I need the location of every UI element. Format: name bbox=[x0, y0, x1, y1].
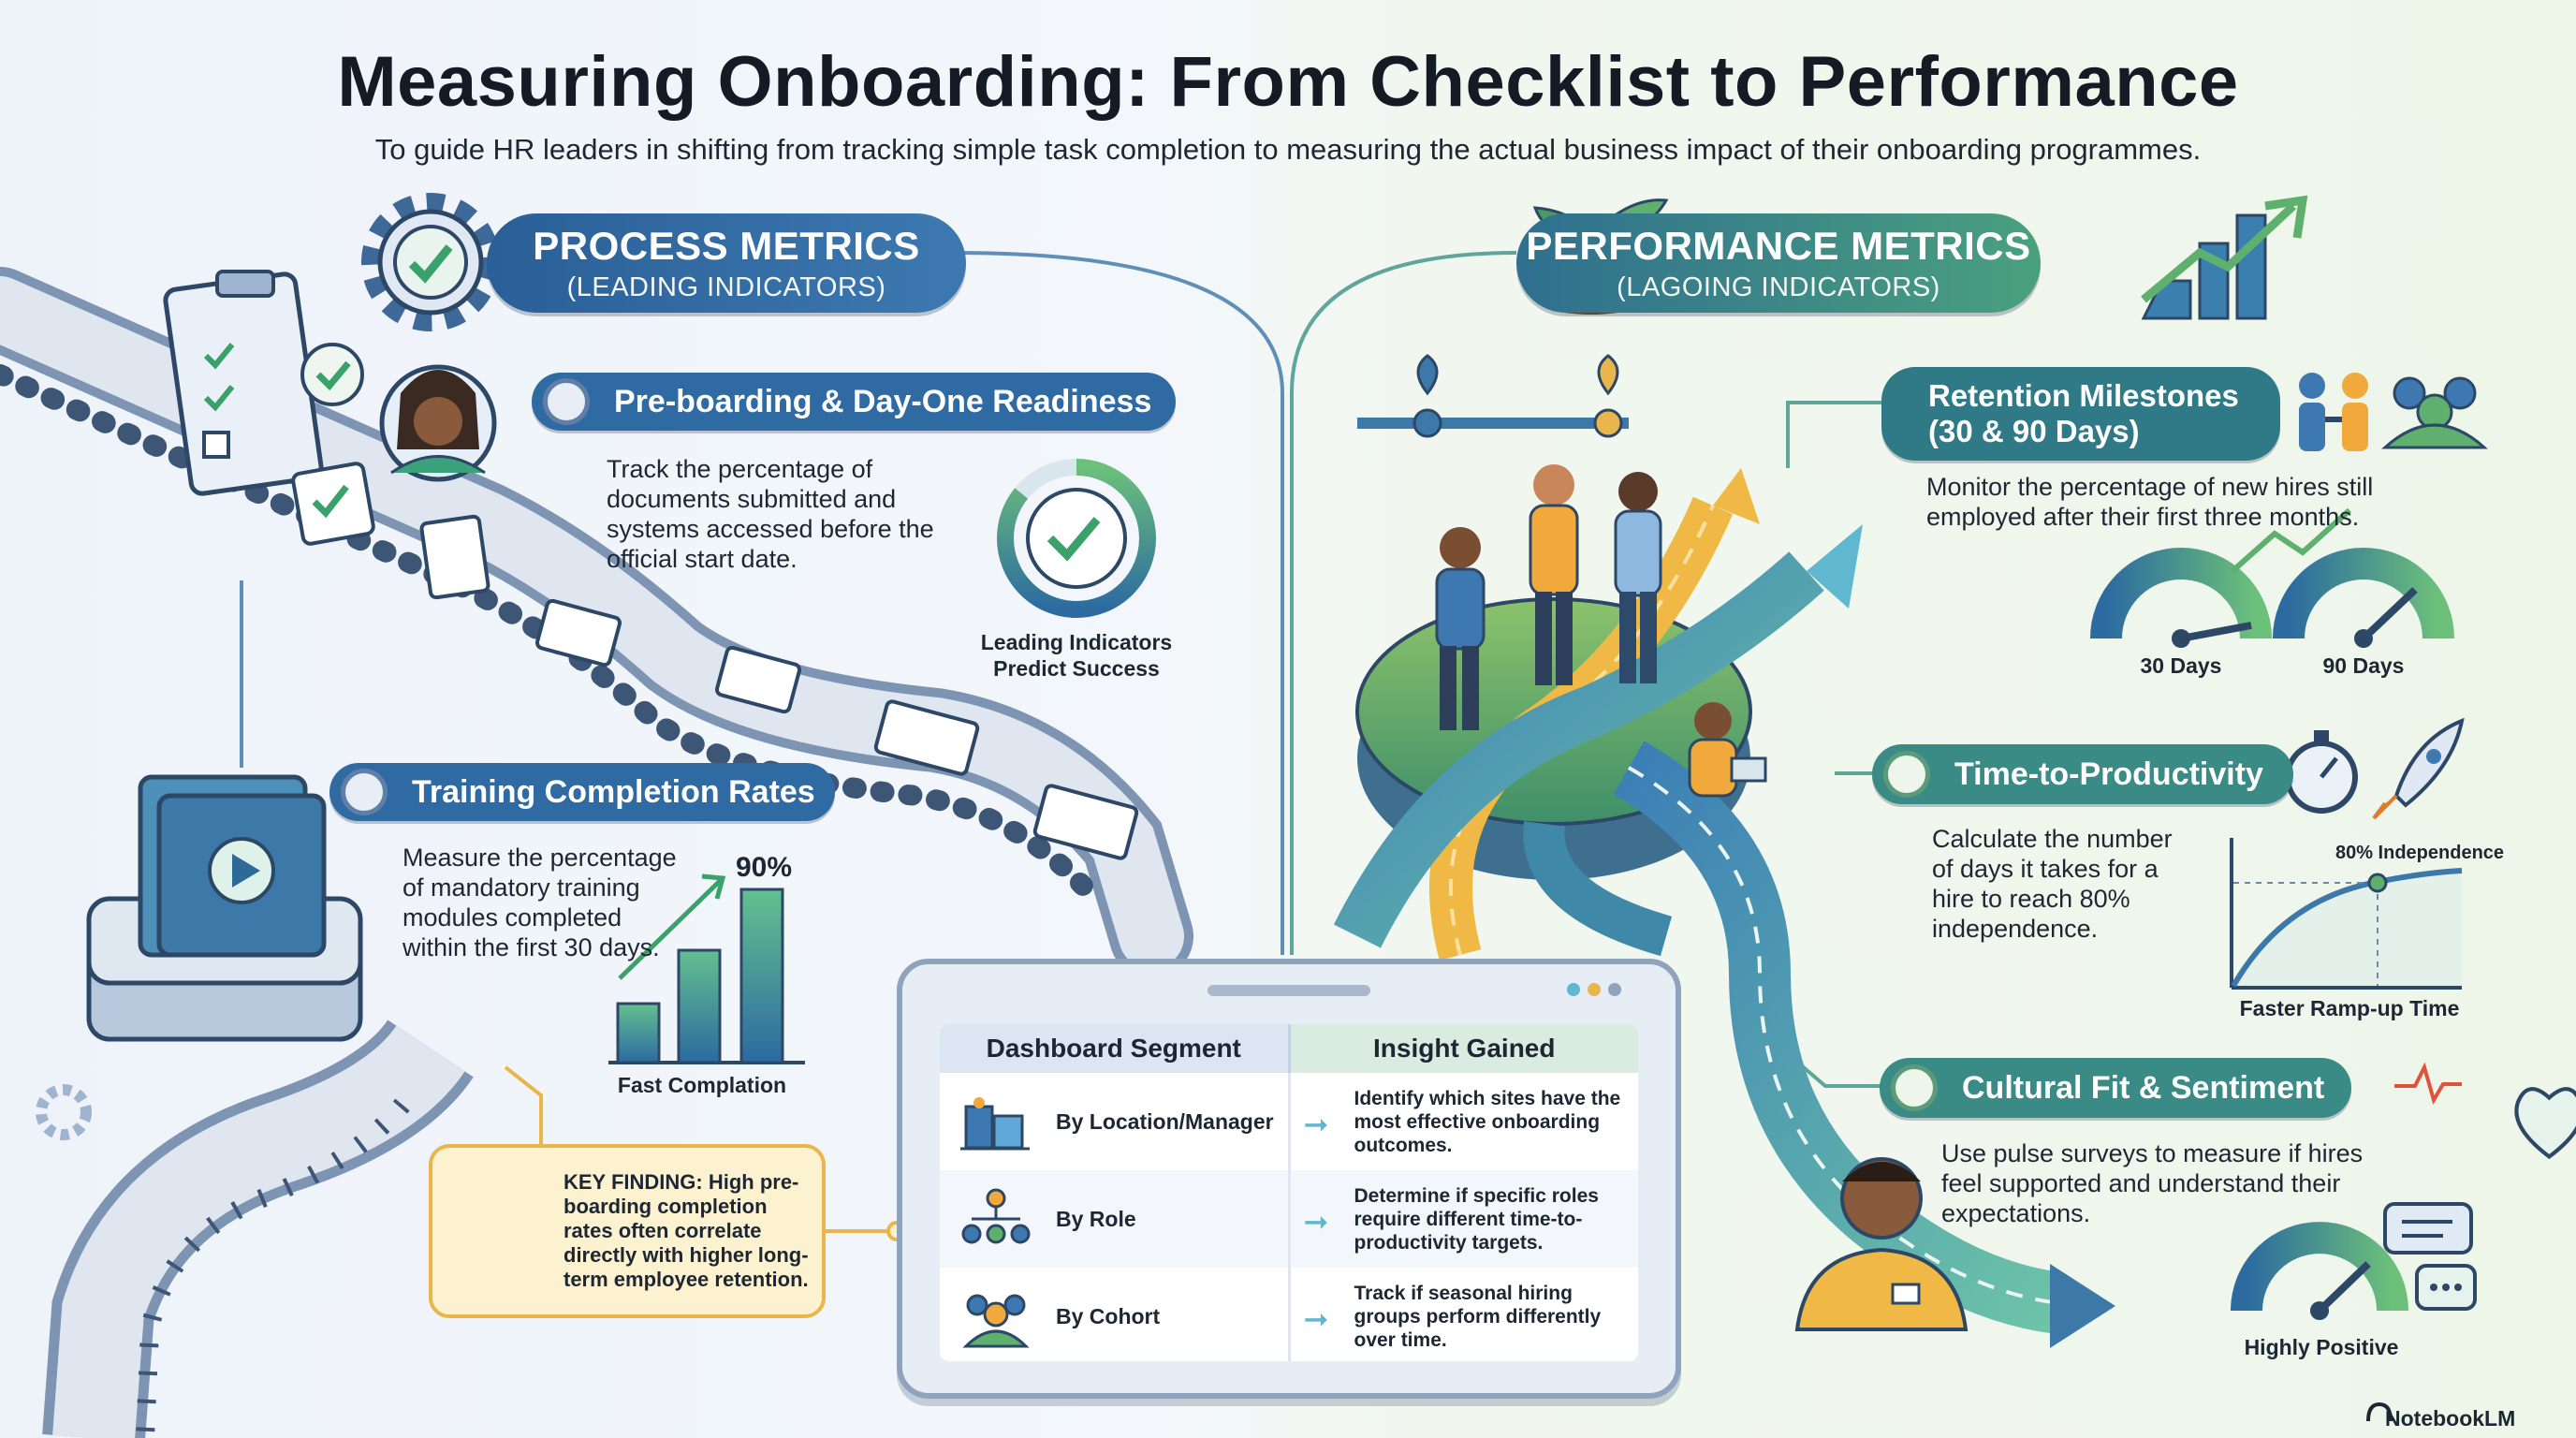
retention-description: Monitor the percentage of new hires stil… bbox=[1926, 473, 2374, 531]
preboarding-header: Pre-boarding & Day-One Readiness bbox=[532, 373, 1176, 431]
productivity-title: Time-to-Productivity bbox=[1954, 756, 2263, 792]
document-icon bbox=[419, 514, 1139, 860]
performance-metrics-subtitle: (LAGOING INDICATORS) bbox=[1617, 271, 1940, 302]
retention-title-line1: Retention Milestones bbox=[1928, 378, 2239, 413]
growth-bars-icon bbox=[2141, 195, 2308, 320]
training-description: Measure the percentage of mandatory trai… bbox=[402, 844, 677, 961]
segment-label: By Cohort bbox=[1056, 1303, 1161, 1328]
training-chart-caption: Fast Complation bbox=[617, 1073, 787, 1097]
training-bar-chart bbox=[608, 873, 805, 1064]
sentiment-gauge bbox=[2231, 1222, 2408, 1320]
group-icon bbox=[962, 1294, 1030, 1348]
retention-title-line2: (30 & 90 Days) bbox=[1928, 414, 2140, 448]
culture-title: Cultural Fit & Sentiment bbox=[1962, 1069, 2325, 1106]
segment-label: By Role bbox=[1056, 1206, 1136, 1231]
timeline-icon bbox=[1357, 354, 1629, 438]
arrow-right-icon: ➞ bbox=[1303, 1302, 1329, 1336]
retention-header: Retention Milestones (30 & 90 Days) bbox=[1881, 367, 2280, 461]
process-metrics-subtitle: (LEADING INDICATORS) bbox=[566, 271, 886, 302]
key-finding-box: KEY FINDING: High pre-boarding completio… bbox=[429, 1144, 826, 1318]
insight-text: Identify which sites have the most effec… bbox=[1354, 1087, 1621, 1156]
tablet-status-dots bbox=[1567, 983, 1632, 998]
tablet-camera-bar bbox=[1208, 985, 1370, 996]
gauge-30-days bbox=[2090, 548, 2272, 648]
ramp-up-curve-label: 80% Independence bbox=[2334, 843, 2505, 863]
dashboard-table: Dashboard Segment Insight Gained By Loca… bbox=[940, 1024, 1638, 1361]
small-gear-icon bbox=[36, 1084, 92, 1140]
buildings-icon bbox=[960, 1097, 1030, 1151]
insight-text: Track if seasonal hiring groups perform … bbox=[1354, 1282, 1602, 1351]
bullet-icon bbox=[1891, 1064, 1938, 1111]
leading-indicators-caption: Leading Indicators Predict Success bbox=[980, 630, 1173, 681]
productivity-description: Calculate the number of days it takes fo… bbox=[1932, 825, 2173, 943]
preboarding-title: Pre-boarding & Day-One Readiness bbox=[614, 383, 1152, 419]
process-metrics-title: PROCESS METRICS bbox=[533, 223, 920, 268]
gauge-90-days bbox=[2231, 507, 2454, 648]
performance-metrics-title: PERFORMANCE METRICS bbox=[1526, 223, 2031, 268]
handshake-people-icon bbox=[2299, 373, 2368, 451]
bullet-icon bbox=[543, 378, 590, 425]
avatar-icon bbox=[379, 364, 497, 482]
performance-metrics-header: PERFORMANCE METRICS (LAGOING INDICATORS) bbox=[1516, 213, 2041, 313]
clipboard-icon bbox=[163, 270, 324, 496]
brand-logo-icon bbox=[2366, 1401, 2393, 1422]
training-title: Training Completion Rates bbox=[412, 773, 815, 810]
training-header: Training Completion Rates bbox=[329, 763, 835, 821]
table-header: Dashboard Segment Insight Gained bbox=[940, 1024, 1638, 1073]
sentiment-gauge-caption: Highly Positive bbox=[2244, 1335, 2399, 1359]
new-hire-avatar bbox=[1794, 1157, 1969, 1331]
bullet-icon bbox=[341, 769, 388, 815]
group-people-icon bbox=[2381, 376, 2488, 449]
gauge-30-days-label: 30 Days bbox=[2140, 653, 2222, 678]
arrow-right-icon: ➞ bbox=[1303, 1205, 1329, 1239]
connector-right bbox=[1290, 251, 1517, 955]
video-module-icon bbox=[86, 774, 363, 1042]
ramp-up-curve-chart bbox=[2230, 838, 2463, 990]
productivity-header: Time-to-Productivity bbox=[1872, 744, 2293, 804]
org-chart-icon bbox=[961, 1188, 1031, 1244]
table-row: By Role ➞ Determine if specific roles re… bbox=[940, 1170, 1638, 1268]
ramp-up-curve-caption: Faster Ramp-up Time bbox=[2239, 996, 2460, 1020]
team-people-illustration bbox=[1435, 464, 1767, 798]
heart-pulse-icon bbox=[2394, 1062, 2576, 1160]
brand-name: NotebookLM bbox=[2385, 1406, 2516, 1431]
column-header-segment: Dashboard Segment bbox=[940, 1024, 1291, 1073]
table-row: By Location/Manager ➞ Identify which sit… bbox=[940, 1073, 1638, 1170]
dashboard-tablet: Dashboard Segment Insight Gained By Loca… bbox=[897, 959, 1681, 1399]
culture-header: Cultural Fit & Sentiment bbox=[1880, 1058, 2351, 1118]
connector-left bbox=[954, 251, 1284, 955]
table-row: By Cohort ➞ Track if seasonal hiring gro… bbox=[940, 1268, 1638, 1361]
checkmark-badge-icon bbox=[291, 343, 375, 546]
segment-label: By Location/Manager bbox=[1056, 1108, 1274, 1134]
training-chart-peak-label: 90% bbox=[736, 852, 793, 883]
gear-icon bbox=[361, 193, 500, 331]
preboarding-description: Track the percentage of documents submit… bbox=[607, 455, 934, 573]
progress-ring-icon bbox=[997, 459, 1156, 618]
stopwatch-icon bbox=[2285, 730, 2358, 814]
culture-description: Use pulse surveys to measure if hires fe… bbox=[1941, 1139, 2364, 1227]
page-title: Measuring Onboarding: From Checklist to … bbox=[337, 42, 2239, 122]
insight-text: Determine if specific roles require diff… bbox=[1354, 1184, 1599, 1254]
chat-bubbles-icon bbox=[2383, 1202, 2477, 1311]
column-header-insight: Insight Gained bbox=[1290, 1024, 1638, 1073]
key-finding-text: KEY FINDING: High pre-boarding completio… bbox=[564, 1170, 809, 1291]
process-metrics-header: PROCESS METRICS (LEADING INDICATORS) bbox=[487, 213, 966, 313]
page-subtitle: To guide HR leaders in shifting from tra… bbox=[374, 133, 2202, 166]
gauge-90-days-label: 90 Days bbox=[2322, 653, 2405, 678]
arrow-right-icon: ➞ bbox=[1303, 1108, 1329, 1141]
bullet-icon bbox=[1883, 751, 1930, 798]
rocket-icon bbox=[2372, 717, 2465, 820]
